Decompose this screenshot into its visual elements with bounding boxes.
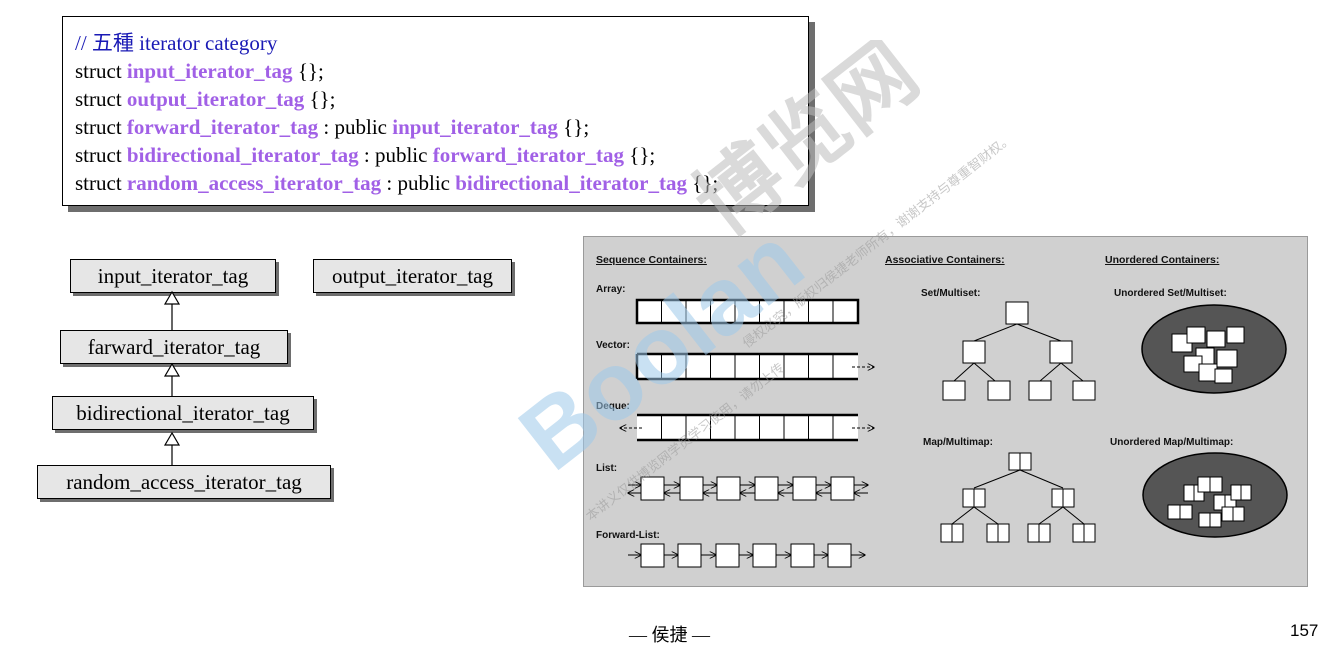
struct-body: {};	[686, 171, 719, 195]
struct-keyword: struct	[75, 143, 127, 167]
tag-name: random_access_iterator_tag	[126, 171, 382, 195]
deque-diagram	[620, 413, 874, 442]
unordered-set-label: Unordered Set/Multiset:	[1114, 288, 1227, 299]
random-access-iterator-tag-box: random_access_iterator_tag	[37, 465, 331, 499]
associative-containers-heading: Associative Containers:	[885, 254, 1005, 266]
tag-name: bidirectional_iterator_tag	[126, 143, 359, 167]
map-multimap-label: Map/Multimap:	[923, 437, 993, 448]
unordered-set-diagram	[1141, 304, 1287, 394]
struct-keyword: struct	[75, 115, 127, 139]
vector-label: Vector:	[596, 340, 630, 351]
array-label: Array:	[596, 284, 626, 295]
struct-keyword: struct	[75, 171, 127, 195]
code-line-random-access-iterator-tag: struct random_access_iterator_tag : publ…	[75, 171, 718, 196]
sequence-containers-heading: Sequence Containers:	[596, 254, 707, 266]
bidirectional-iterator-tag-box: bidirectional_iterator_tag	[52, 396, 314, 430]
page-number: 157	[1290, 621, 1319, 640]
forward-to-input-arrowhead	[163, 290, 181, 305]
forward-list-diagram	[628, 543, 865, 568]
struct-body: {};	[292, 59, 324, 83]
struct-body: {};	[304, 87, 336, 111]
forward-iterator-tag-box: farward_iterator_tag	[60, 330, 288, 364]
code-line-output-iterator-tag: struct output_iterator_tag {};	[75, 87, 335, 112]
bidirectional-to-forward-arrowhead	[163, 362, 181, 377]
unordered-map-diagram	[1142, 452, 1288, 538]
set-tree-diagram	[942, 301, 1096, 401]
struct-keyword: struct	[75, 87, 127, 111]
tag-name: output_iterator_tag	[126, 87, 305, 111]
public-keyword: : public	[358, 143, 433, 167]
base-tag-name: input_iterator_tag	[392, 115, 558, 139]
struct-keyword: struct	[75, 59, 127, 83]
random-to-bidirectional-arrowhead	[163, 431, 181, 446]
tag-name: input_iterator_tag	[126, 59, 293, 83]
set-multiset-label: Set/Multiset:	[921, 288, 981, 299]
struct-body: {};	[623, 143, 656, 167]
deque-label: Deque:	[596, 401, 630, 412]
code-block: // 五種 iterator category struct input_ite…	[62, 16, 809, 206]
list-diagram	[628, 476, 868, 501]
input-iterator-tag-box: input_iterator_tag	[70, 259, 276, 293]
code-line-forward-iterator-tag: struct forward_iterator_tag : public inp…	[75, 115, 589, 140]
array-diagram	[635, 298, 860, 325]
list-label: List:	[596, 463, 618, 474]
unordered-map-label: Unordered Map/Multimap:	[1110, 437, 1234, 448]
code-comment: // 五種 iterator category	[75, 31, 278, 55]
vector-diagram	[635, 352, 874, 381]
output-iterator-tag-box: output_iterator_tag	[313, 259, 512, 293]
public-keyword: : public	[381, 171, 456, 195]
containers-illustration	[584, 298, 1288, 568]
public-keyword: : public	[318, 115, 393, 139]
code-line-input-iterator-tag: struct input_iterator_tag {};	[75, 59, 324, 84]
code-line-bidirectional-iterator-tag: struct bidirectional_iterator_tag : publ…	[75, 143, 655, 168]
inheritance-arrows	[163, 290, 181, 465]
tag-name: forward_iterator_tag	[126, 115, 319, 139]
base-tag-name: forward_iterator_tag	[432, 143, 624, 167]
map-tree-diagram	[940, 452, 1096, 543]
forward-list-label: Forward-List:	[596, 530, 660, 541]
base-tag-name: bidirectional_iterator_tag	[455, 171, 687, 195]
unordered-containers-heading: Unordered Containers:	[1105, 254, 1220, 266]
struct-body: {};	[557, 115, 590, 139]
footer-author: — 侯捷 —	[629, 625, 710, 645]
containers-panel: Sequence Containers: Associative Contain…	[583, 236, 1308, 587]
